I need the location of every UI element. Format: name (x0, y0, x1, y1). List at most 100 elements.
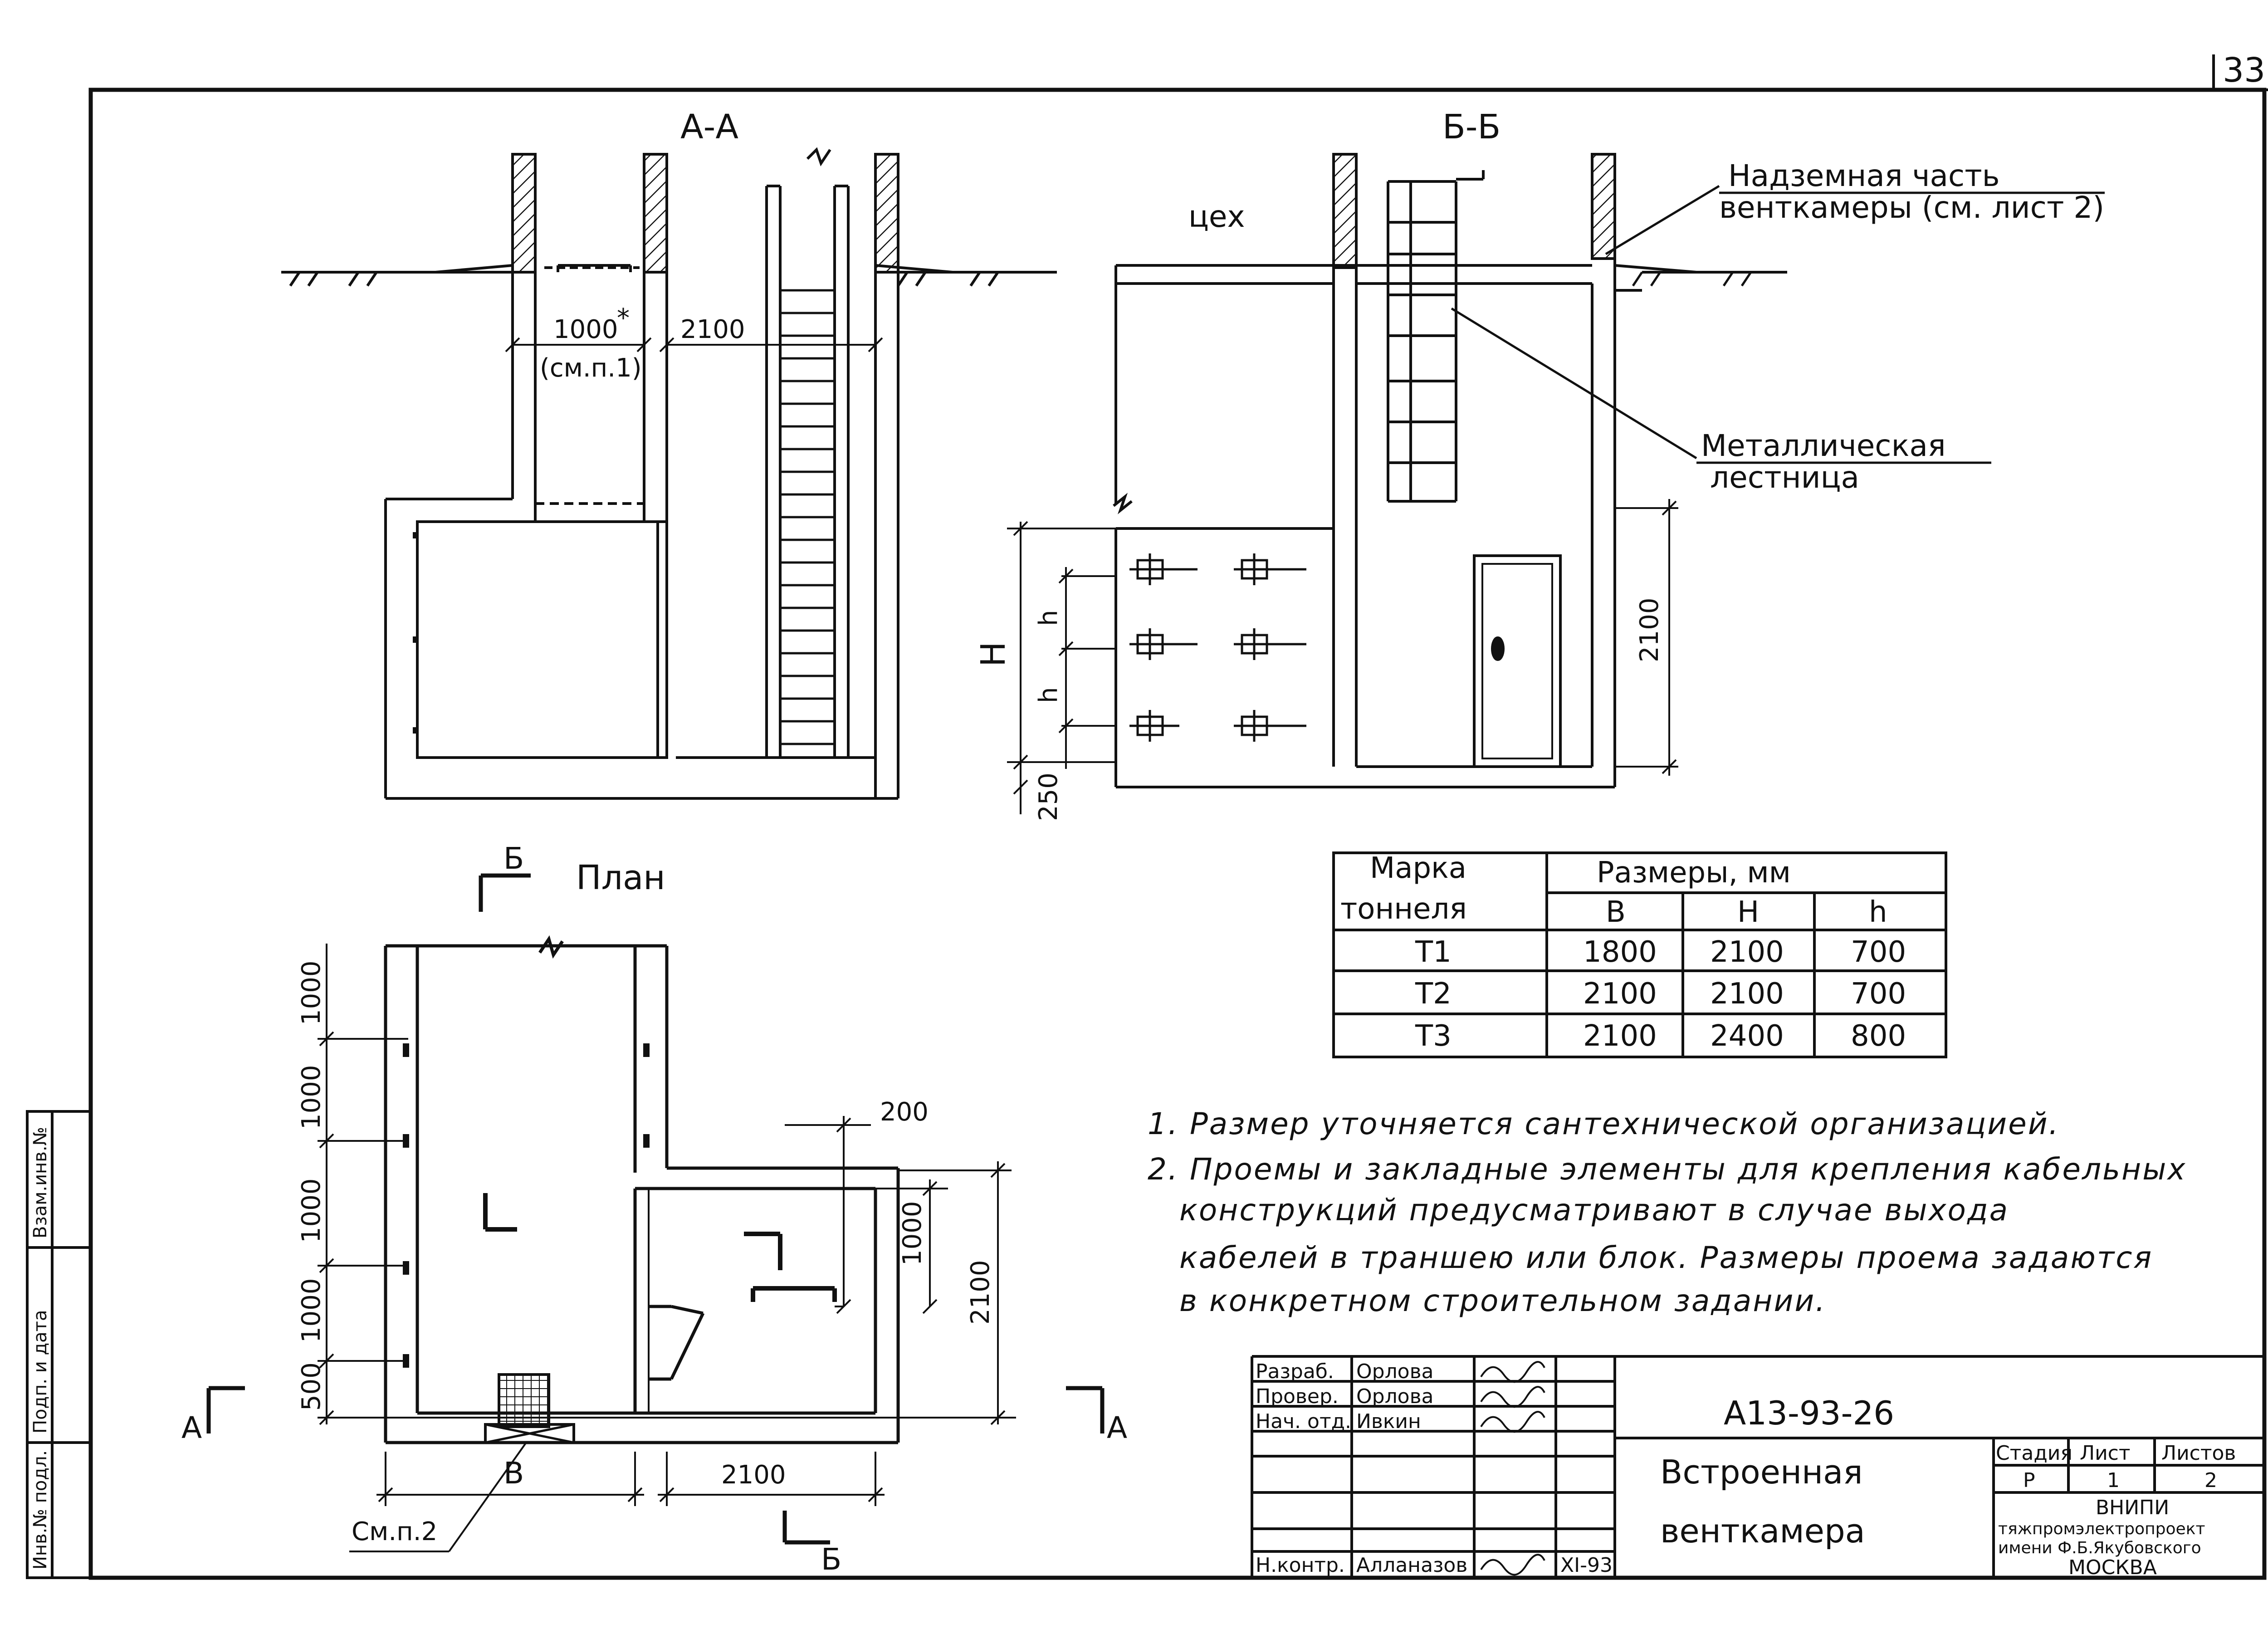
plan-dim-1000-a: 1000 (297, 960, 326, 1025)
aa-dim-1000: 1000 (553, 315, 618, 344)
cut-b-bottom: Б (821, 1542, 841, 1577)
note-line-1: 1. Размер уточняется сантехнической орга… (1148, 1106, 2060, 1141)
dims-aa (505, 337, 883, 352)
tb-sheets-value: 2 (2204, 1469, 2217, 1492)
tb-org-line1: ВНИПИ (2096, 1496, 2169, 1519)
section-bb: Б-Б цех (974, 108, 2105, 821)
grille-icon (498, 1373, 550, 1428)
callout-ladder-line2: лестница (1710, 460, 1859, 495)
tb-sheet-value: 1 (2107, 1469, 2120, 1492)
plan-view: План Б А А Б (181, 841, 1127, 1577)
callout-top-line2: венткамеры (см. лист 2) (1719, 190, 2104, 225)
table-row-H: 2400 (1710, 1019, 1784, 1053)
side-stamp (26, 1110, 92, 1579)
bb-dim-2100: 2100 (1635, 597, 1664, 662)
ladder-bb (1387, 170, 1485, 503)
bb-dim-h2: h (1034, 687, 1063, 704)
ground-line-aa (281, 264, 1057, 287)
table-row-H: 2100 (1710, 977, 1784, 1011)
side-stamp-inv: Инв.№ подл. (30, 1450, 51, 1570)
wall-aa-1 (511, 153, 537, 274)
tb-sheet-header: Лист (2080, 1442, 2131, 1465)
side-stamp-replace: Взам.инв.№ (30, 1127, 51, 1238)
tb-stage-value: Р (2023, 1469, 2035, 1492)
table-group-header: Размеры, мм (1597, 856, 1791, 890)
tb-org-line2: тяжпромэлектропроект (1998, 1520, 2205, 1538)
note-line-5: в конкретном строительном задании. (1179, 1283, 1826, 1318)
plan-dim-B: В (503, 1456, 524, 1491)
tb-name-line2: венткамера (1660, 1512, 1865, 1550)
table-col1-header-line1: Марка (1370, 851, 1466, 885)
plan-dim-2100-right: 2100 (966, 1260, 995, 1325)
title-block: Разраб. Провер. Нач. отд. Н.контр. Орлов… (1251, 1355, 2264, 1579)
tb-name: Орлова (1356, 1385, 1434, 1408)
ladder-rungs-aa (780, 289, 835, 745)
note-line-3: конструкций предусматривают в случае вых… (1179, 1193, 2009, 1228)
plan-dim-1000-right: 1000 (898, 1201, 927, 1266)
table-row-mark: Т1 (1415, 935, 1452, 969)
plan-dim-500: 500 (297, 1362, 326, 1411)
tb-role: Н.контр. (1256, 1554, 1345, 1577)
signature-marks (1480, 1361, 1545, 1576)
plan-dims-bottom (349, 1442, 885, 1552)
wall-bb-1 (1332, 153, 1358, 269)
tb-name: Ивкин (1356, 1410, 1421, 1433)
aa-dim-star: * (617, 303, 630, 333)
tb-date: XI-93 (1560, 1554, 1613, 1577)
tb-org-line3: имени Ф.Б.Якубовского (1998, 1539, 2201, 1557)
table-row-h: 700 (1851, 935, 1906, 969)
table-sub-header-H: Н (1737, 895, 1759, 929)
table-row-b: 2100 (1583, 1019, 1657, 1053)
callouts-bb (1451, 185, 2105, 464)
table-col1-header-line2: тоннеля (1340, 892, 1467, 926)
notes: 1. Размер уточняется сантехнической орга… (1148, 1106, 2185, 1318)
callout-top-line1: Надземная часть (1728, 158, 2000, 193)
bb-dim-h1: h (1034, 610, 1063, 626)
table-row-h: 700 (1851, 977, 1906, 1011)
table-row-h: 800 (1851, 1019, 1906, 1053)
dims-bb-left (1007, 521, 1116, 814)
table-sub-header-b: В (1606, 895, 1626, 929)
section-aa: А-А (281, 108, 1057, 800)
plan-dim-1000-c: 1000 (297, 1178, 326, 1243)
wall-aa-3 (874, 153, 899, 274)
cut-a-right: А (1107, 1410, 1127, 1445)
wall-bb-2 (1591, 153, 1616, 260)
bb-dim-250: 250 (1034, 773, 1063, 821)
table-row-mark: Т3 (1415, 1019, 1452, 1053)
plan-dim-2100-bottom: 2100 (721, 1460, 786, 1490)
shaft-aa (384, 147, 899, 800)
tb-name-line1: Встроенная (1660, 1453, 1863, 1491)
plan-dim-1000-b: 1000 (297, 1065, 326, 1130)
plan-title: План (576, 858, 665, 897)
note-line-4: кабелей в траншею или блок. Размеры прое… (1179, 1240, 2153, 1275)
table-sub-header-h: h (1869, 895, 1887, 929)
callout-ladder-line1: Металлическая (1701, 428, 1946, 463)
table-row-b: 2100 (1583, 977, 1657, 1011)
tb-sheets-header: Листов (2161, 1442, 2236, 1465)
page-number: 33 (2223, 51, 2265, 90)
section-aa-title: А-А (680, 108, 738, 147)
aa-dim-2100: 2100 (680, 315, 745, 344)
tb-name: Орлова (1356, 1360, 1434, 1383)
shaft-bb (1113, 259, 1787, 788)
plan-ref-note: См.п.2 (352, 1517, 437, 1546)
bb-dim-H: H (974, 641, 1013, 667)
cut-a-left: А (181, 1410, 202, 1445)
ground-hatch-bb (1632, 271, 1752, 287)
tb-stage-header: Стадия (1996, 1442, 2072, 1465)
size-table: Марка тоннеля Размеры, мм В Н h Т1 1800 … (1332, 851, 1947, 1058)
table-row-b: 1800 (1583, 935, 1657, 969)
side-stamp-sign: Подп. и дата (30, 1310, 51, 1433)
plan-dim-200: 200 (880, 1097, 929, 1127)
cut-marks (206, 873, 1105, 1545)
dims-bb-right (1615, 499, 1678, 776)
plan-walls (384, 935, 900, 1444)
plan-dims-left (318, 944, 1016, 1425)
tb-name: Алланазов (1356, 1554, 1467, 1577)
table-row-H: 2100 (1710, 935, 1784, 969)
section-bb-title: Б-Б (1442, 108, 1501, 147)
tb-org-line4: МОСКВА (2068, 1556, 2157, 1579)
plan-dims-right (785, 1116, 1012, 1425)
